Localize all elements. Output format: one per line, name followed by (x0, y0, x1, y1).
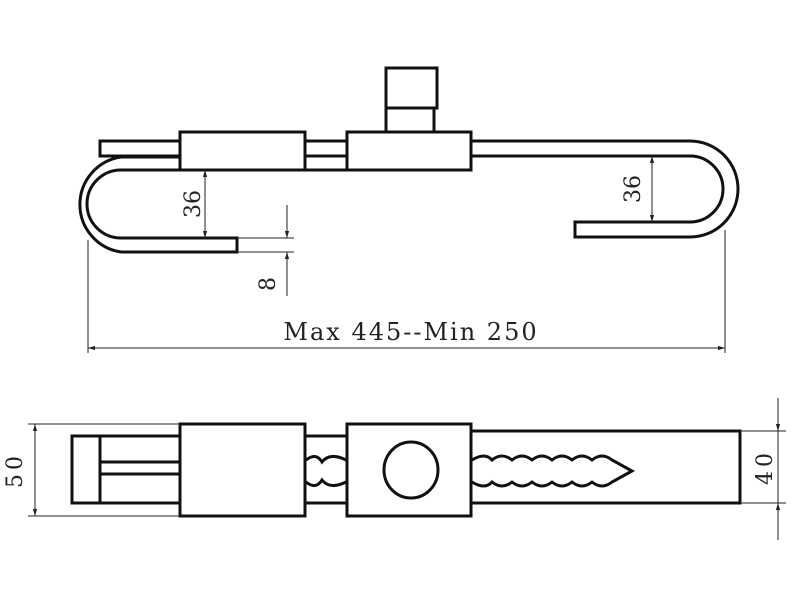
dim-length-range: Max 445--Min 250 (283, 318, 538, 346)
sliding-clamp-plan (178, 422, 307, 518)
dim-thickness: 8 (256, 277, 281, 291)
dim-right-depth: 36 (621, 175, 646, 203)
lock-stem (384, 106, 436, 134)
middle-rod-plan (303, 434, 349, 505)
lock-knob-plan (382, 440, 440, 500)
middle-rods (305, 139, 347, 172)
adjust-slot-small (305, 455, 347, 487)
top-view: 36 36 8 Max 445--Min 250 (78, 66, 740, 353)
left-bar (98, 139, 180, 158)
sliding-clamp (178, 130, 307, 172)
dim-left-depth: 36 (181, 190, 206, 218)
plan-view: 50 40 (3, 398, 786, 540)
right-hook-rod (471, 139, 740, 239)
dim-rod-width: 40 (753, 449, 778, 485)
left-end-plan (70, 434, 182, 505)
lock-knob (384, 66, 439, 110)
dim-clamp-width: 50 (3, 452, 28, 488)
lock-body (345, 130, 473, 172)
adjust-slot (471, 454, 636, 488)
right-rod-plan (469, 429, 742, 505)
left-hook-rod (78, 155, 239, 254)
left-end-lines (98, 436, 180, 503)
